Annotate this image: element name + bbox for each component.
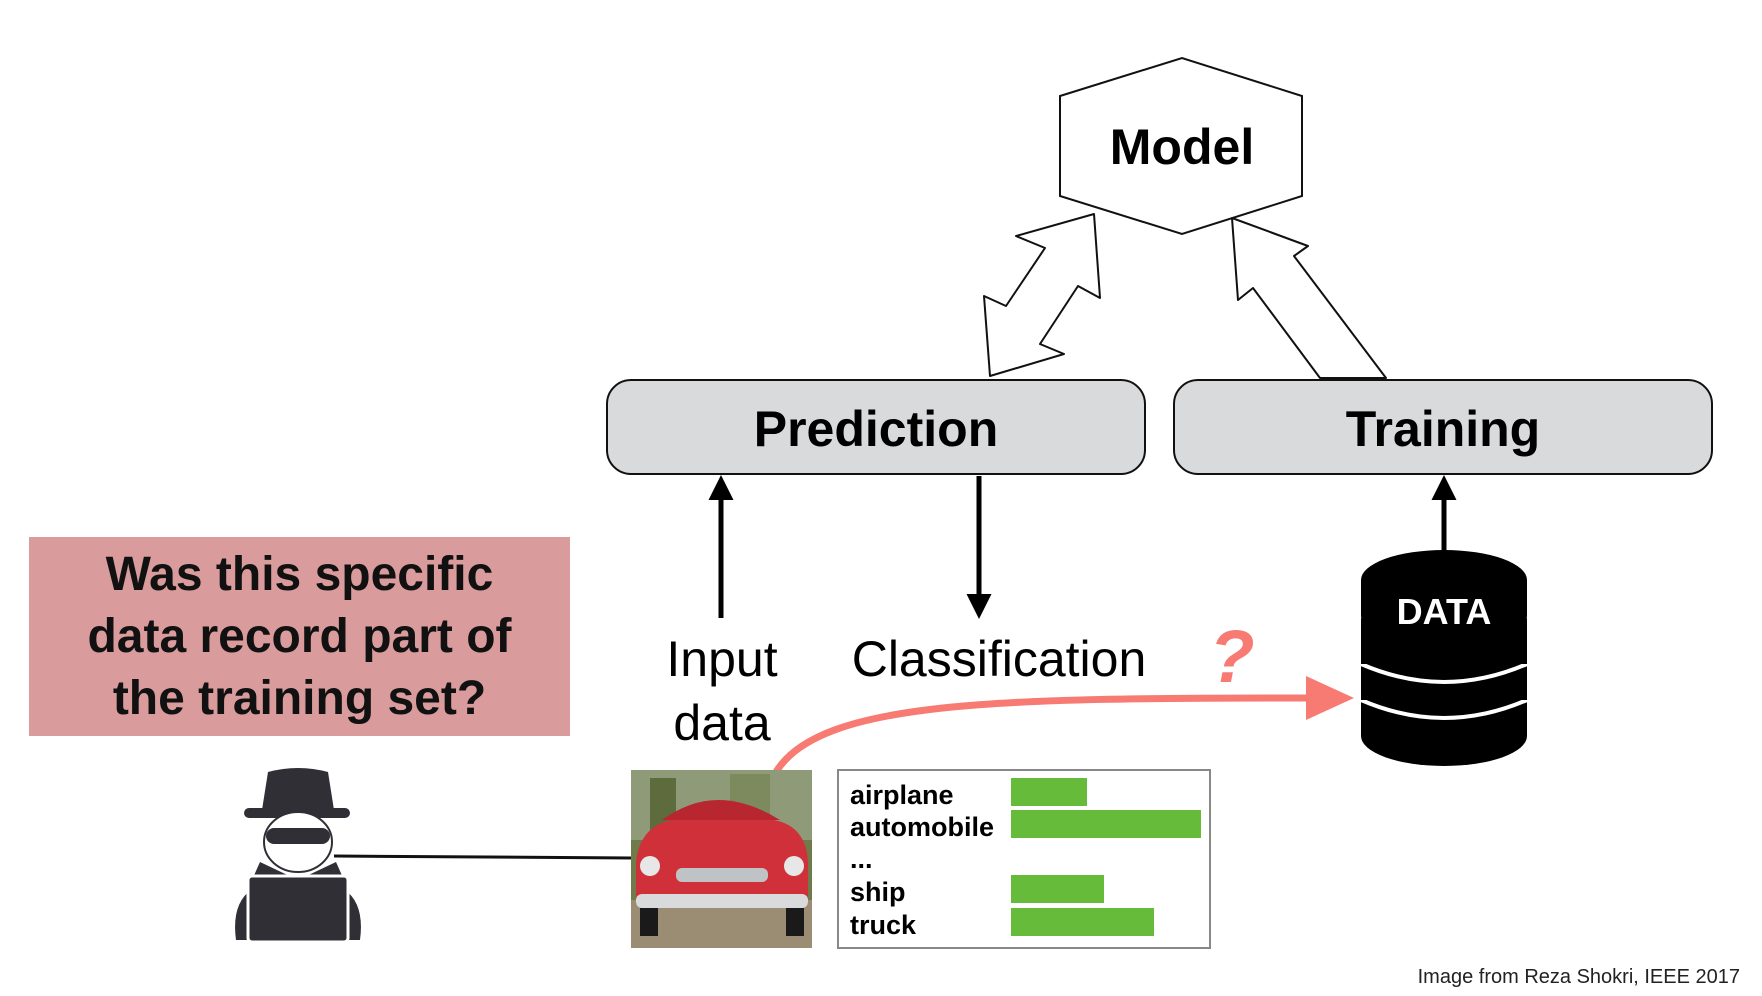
- training-node: Training: [1173, 379, 1713, 475]
- prediction-model-double-arrow: [983, 213, 1101, 377]
- prediction-node: Prediction: [606, 379, 1146, 475]
- question-line-1: Was this specific: [105, 547, 494, 601]
- prediction-label: Prediction: [754, 401, 998, 457]
- question-line-3: the training set?: [112, 671, 487, 725]
- membership-question: Was this specific data record part of th…: [29, 537, 570, 736]
- input-label-line2: data: [673, 695, 771, 751]
- database-icon: DATA: [1360, 550, 1528, 766]
- attack-arrowhead: [1306, 676, 1354, 720]
- class-probability-bar: [1011, 908, 1154, 936]
- class-probability-bar: [1011, 810, 1201, 838]
- input-label-line1: Input: [666, 631, 777, 687]
- class-probability-bar: [1011, 778, 1087, 806]
- image-credit: Image from Reza Shokri, IEEE 2017: [1417, 966, 1740, 988]
- class-probability-bar: [1011, 875, 1104, 903]
- model-node: Model: [1059, 56, 1303, 236]
- model-label: Model: [1110, 119, 1254, 175]
- attacker-connector: [333, 854, 633, 860]
- class-label: airplane: [850, 780, 954, 810]
- red-car-image: [631, 770, 812, 948]
- classification-label: Classification: [852, 631, 1147, 687]
- training-label: Training: [1346, 401, 1540, 457]
- question-line-2: data record part of: [87, 609, 512, 663]
- class-label: ship: [850, 877, 906, 907]
- spy-icon: [235, 768, 361, 944]
- class-label: truck: [850, 910, 917, 940]
- question-mark: ?: [1209, 615, 1254, 698]
- training-model-arrow: [1231, 217, 1387, 379]
- attack-arrow: [773, 694, 1307, 774]
- class-label: automobile: [850, 812, 994, 842]
- database-label: DATA: [1397, 591, 1492, 632]
- class-label: ...: [850, 844, 873, 874]
